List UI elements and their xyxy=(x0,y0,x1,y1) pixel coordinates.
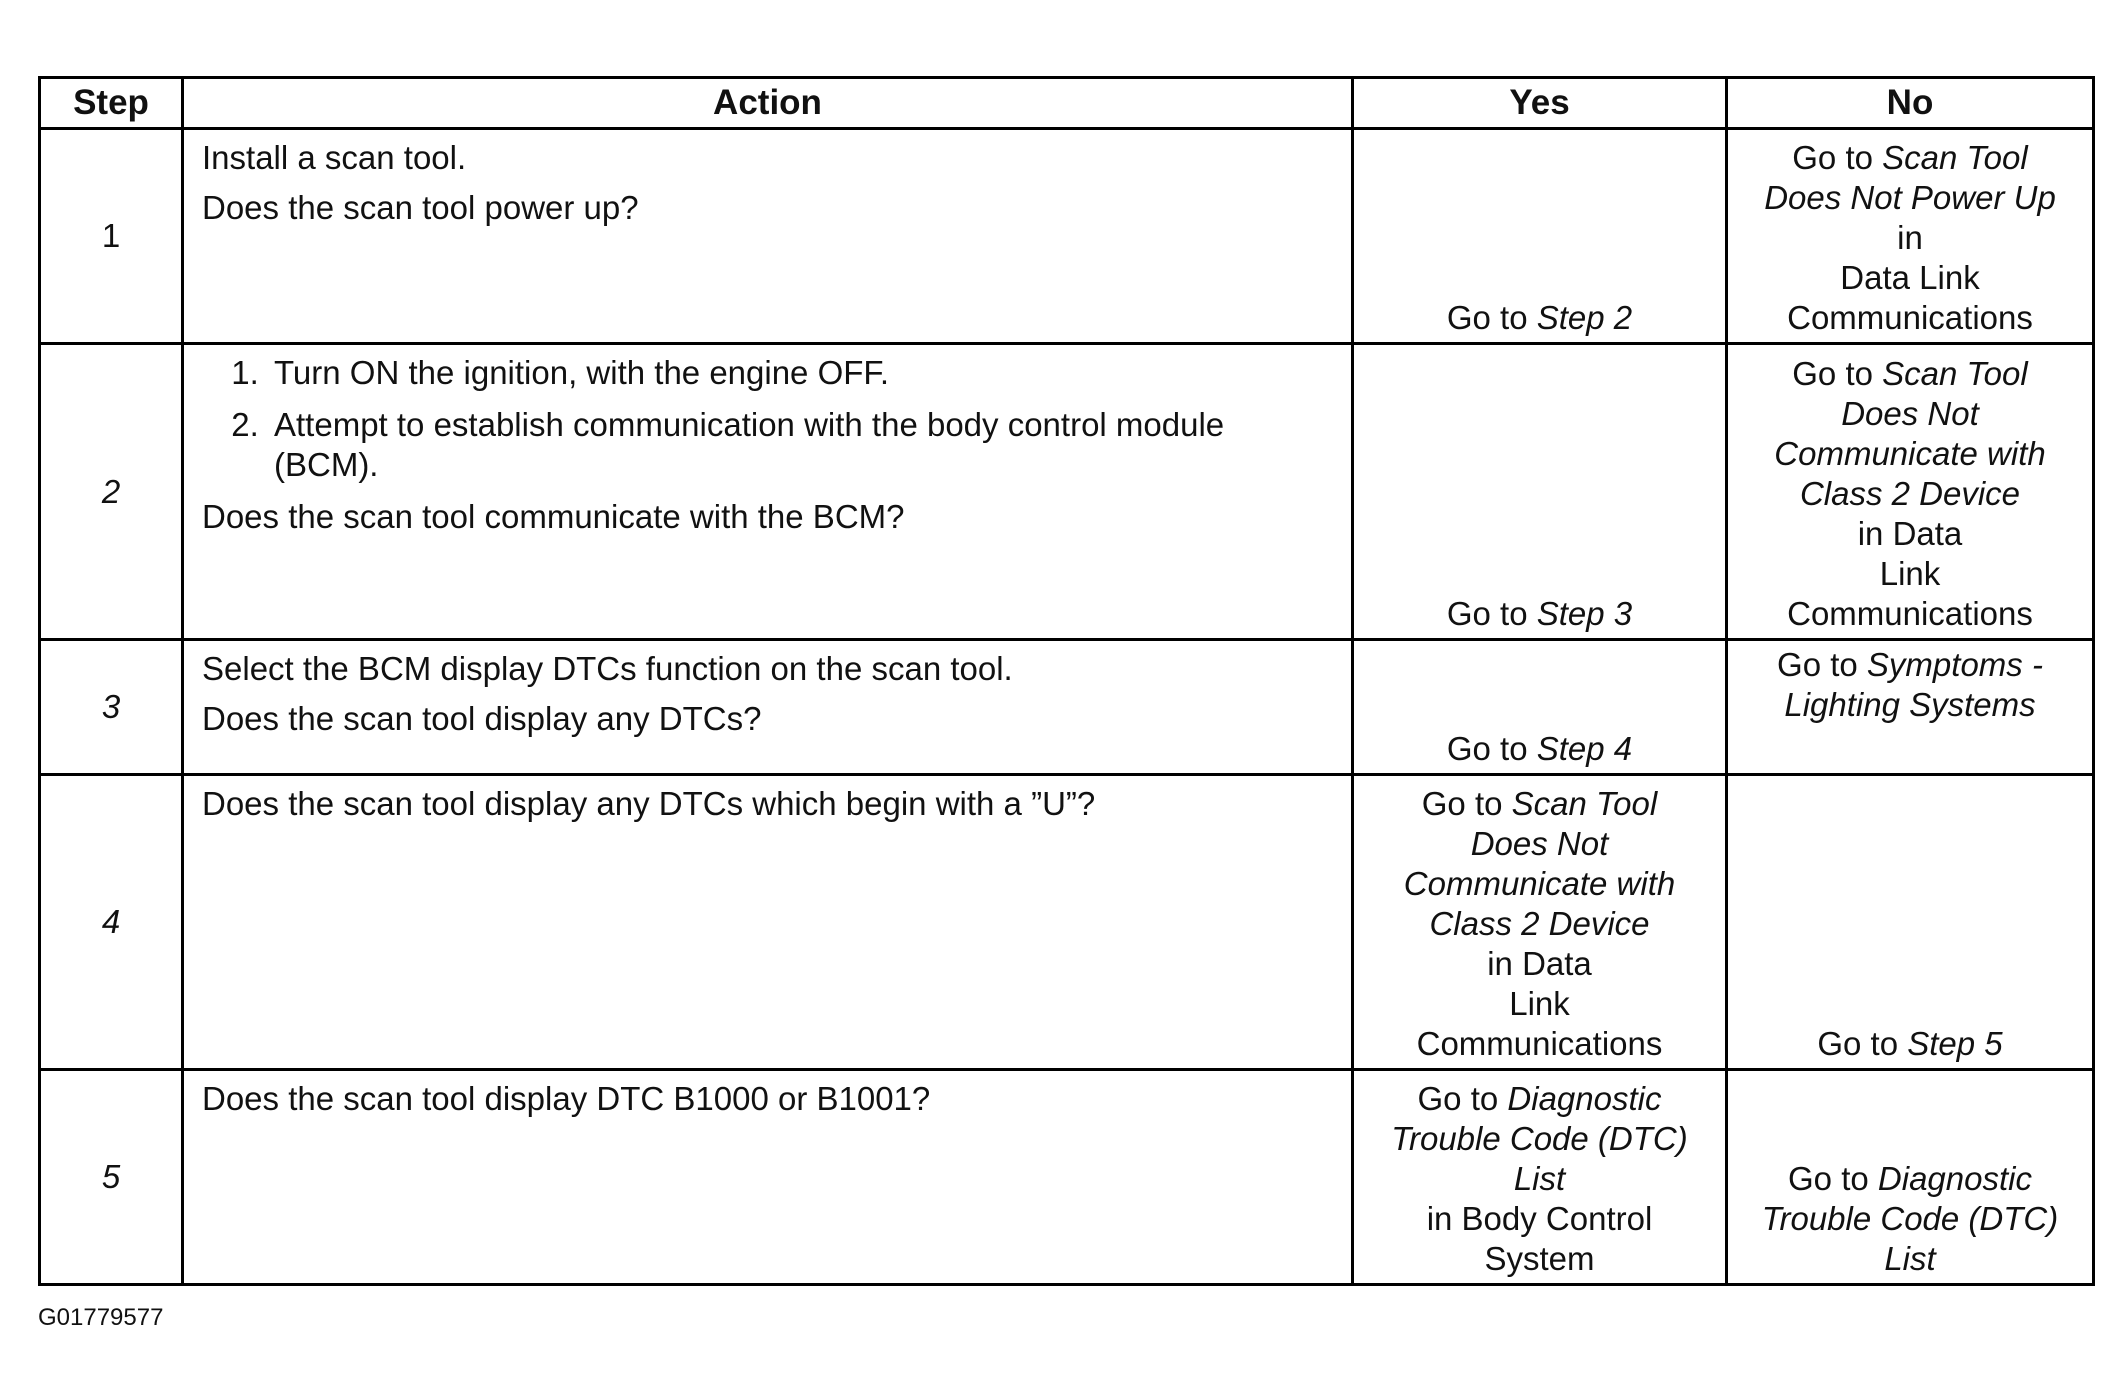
reference-link[interactable]: Trouble Code (DTC) xyxy=(1761,1200,2059,1237)
no-cell: Go to Diagnostic Trouble Code (DTC) List xyxy=(1725,1068,2095,1286)
reference-suffix: Communications xyxy=(1787,299,2033,336)
step-number: 5 xyxy=(38,1068,184,1286)
action-cell: Install a scan tool. Does the scan tool … xyxy=(181,127,1354,345)
header-action: Action xyxy=(181,76,1354,130)
yes-cell: Go to Step 2 xyxy=(1351,127,1728,345)
reference-link[interactable]: Communicate with xyxy=(1774,435,2046,472)
action-steps: Turn ON the ignition, with the engine OF… xyxy=(202,353,1337,485)
reference-link[interactable]: Does Not xyxy=(1841,395,1979,432)
reference-suffix: in Data xyxy=(1487,945,1592,982)
step-number: 2 xyxy=(38,342,184,641)
action-question: Does the scan tool display DTC B1000 or … xyxy=(202,1080,931,1117)
reference-link[interactable]: Communicate with xyxy=(1403,865,1676,902)
goto-prefix: Go to xyxy=(1777,646,1858,683)
goto-prefix: Go to xyxy=(1446,299,1528,336)
reference-link[interactable]: Trouble Code (DTC) xyxy=(1391,1120,1688,1157)
reference-link[interactable]: Scan Tool xyxy=(1882,355,2028,392)
step-number: 3 xyxy=(38,638,184,776)
step-link[interactable]: Step 4 xyxy=(1536,730,1633,767)
table-row: 5 Does the scan tool display DTC B1000 o… xyxy=(38,1068,2095,1286)
action-question: Does the scan tool display any DTCs? xyxy=(202,700,762,737)
action-text: Install a scan tool. xyxy=(202,139,467,176)
table-row: 1 Install a scan tool. Does the scan too… xyxy=(38,127,2095,345)
reference-link[interactable]: Class 2 Device xyxy=(1799,475,2021,512)
header-no: No xyxy=(1725,76,2095,130)
yes-cell: Go to Scan Tool Does Not Communicate wit… xyxy=(1351,773,1728,1071)
goto-prefix: Go to xyxy=(1792,139,1873,176)
figure-id: G01779577 xyxy=(38,1304,164,1331)
reference-suffix: Communications xyxy=(1416,1025,1663,1062)
goto-prefix: Go to xyxy=(1417,1080,1499,1117)
reference-link[interactable]: Scan Tool xyxy=(1882,139,2028,176)
reference-link[interactable]: Symptoms - xyxy=(1866,646,2043,683)
reference-link[interactable]: Lighting Systems xyxy=(1784,686,2036,723)
action-cell: Select the BCM display DTCs function on … xyxy=(181,638,1354,776)
goto-prefix: Go to xyxy=(1792,355,1873,392)
yes-cell: Go to Diagnostic Trouble Code (DTC) List… xyxy=(1351,1068,1728,1286)
step-link[interactable]: Step 2 xyxy=(1536,299,1633,336)
action-cell: Turn ON the ignition, with the engine OF… xyxy=(181,342,1354,641)
action-step-item: Attempt to establish communication with … xyxy=(268,405,1337,485)
step-link[interactable]: Step 3 xyxy=(1536,595,1633,632)
reference-link[interactable]: Diagnostic xyxy=(1877,1160,2032,1197)
action-question: Does the scan tool display any DTCs whic… xyxy=(202,785,1096,822)
reference-suffix: in xyxy=(1897,219,1923,256)
table-row: 3 Select the BCM display DTCs function o… xyxy=(38,638,2095,776)
reference-suffix: Link xyxy=(1879,555,1941,592)
action-question: Does the scan tool communicate with the … xyxy=(202,498,905,535)
action-question: Does the scan tool power up? xyxy=(202,189,639,226)
action-text: Select the BCM display DTCs function on … xyxy=(202,650,1013,687)
reference-link[interactable]: Diagnostic xyxy=(1507,1080,1662,1117)
header-step: Step xyxy=(38,76,184,130)
step-number: 4 xyxy=(38,773,184,1071)
reference-suffix: Communications xyxy=(1787,595,2033,632)
reference-link[interactable]: Does Not Power Up xyxy=(1764,179,2056,216)
no-cell: Go to Symptoms - Lighting Systems xyxy=(1725,638,2095,776)
reference-link[interactable]: Class 2 Device xyxy=(1429,905,1650,942)
header-row: Step Action Yes No xyxy=(38,76,2095,130)
reference-link[interactable]: Scan Tool xyxy=(1511,785,1658,822)
reference-suffix: System xyxy=(1484,1240,1595,1277)
goto-prefix: Go to xyxy=(1446,730,1528,767)
table-row: 2 Turn ON the ignition, with the engine … xyxy=(38,342,2095,641)
table-row: 4 Does the scan tool display any DTCs wh… xyxy=(38,773,2095,1071)
yes-cell: Go to Step 3 xyxy=(1351,342,1728,641)
goto-prefix: Go to xyxy=(1817,1025,1899,1062)
reference-suffix: Data Link xyxy=(1840,259,1980,296)
reference-suffix: in Data xyxy=(1857,515,1963,552)
reference-link[interactable]: Does Not xyxy=(1470,825,1609,862)
reference-suffix: in Body Control xyxy=(1426,1200,1653,1237)
yes-cell: Go to Step 4 xyxy=(1351,638,1728,776)
header-yes: Yes xyxy=(1351,76,1728,130)
step-number: 1 xyxy=(38,127,184,345)
reference-link[interactable]: List xyxy=(1884,1240,1936,1277)
goto-prefix: Go to xyxy=(1446,595,1528,632)
no-cell: Go to Scan Tool Does Not Communicate wit… xyxy=(1725,342,2095,641)
no-cell: Go to Scan Tool Does Not Power Up in Dat… xyxy=(1725,127,2095,345)
diagnostic-table: Step Action Yes No 1 Install a scan tool… xyxy=(38,76,2095,1286)
reference-link[interactable]: List xyxy=(1513,1160,1566,1197)
action-step-item: Turn ON the ignition, with the engine OF… xyxy=(268,353,1337,393)
reference-suffix: Link xyxy=(1509,985,1570,1022)
goto-prefix: Go to xyxy=(1788,1160,1869,1197)
action-cell: Does the scan tool display any DTCs whic… xyxy=(181,773,1354,1071)
step-link[interactable]: Step 5 xyxy=(1907,1025,2003,1062)
goto-prefix: Go to xyxy=(1421,785,1503,822)
no-cell: Go to Step 5 xyxy=(1725,773,2095,1071)
action-cell: Does the scan tool display DTC B1000 or … xyxy=(181,1068,1354,1286)
